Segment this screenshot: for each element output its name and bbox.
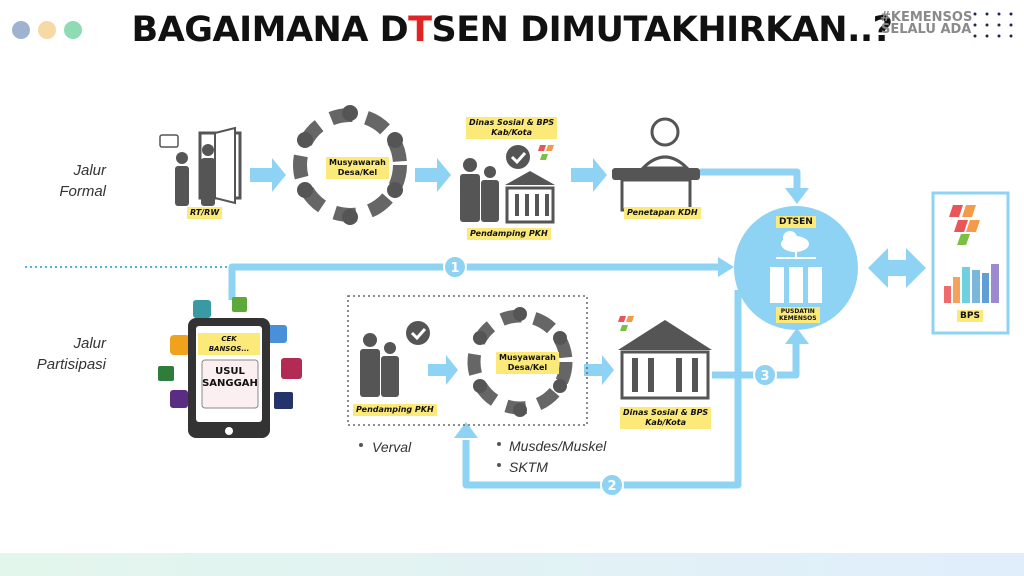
location-app-icon (158, 366, 174, 381)
bps-logo-icon (949, 205, 980, 245)
window-dots (12, 21, 82, 39)
pendamping-pkh-icon (360, 321, 430, 397)
music-app-icon (170, 390, 188, 408)
chat-app-icon (170, 335, 190, 355)
calendar-app-icon (281, 358, 302, 379)
label-line: Desa/Kel (507, 363, 548, 372)
route-number-2: 2 (607, 479, 616, 494)
arrow-right-icon (571, 158, 607, 192)
cek-bansos-banner: CEK BANSOS... (198, 333, 260, 355)
label-line: Jalur (73, 335, 106, 352)
usul-sanggah-button (201, 359, 259, 409)
label-line: SANGGAH (202, 378, 258, 389)
note-verval: Verval (372, 439, 412, 455)
cloud-app-icon (267, 325, 287, 343)
arrow-down-icon (785, 188, 809, 204)
musyawarah-partisipasi-icon (467, 307, 573, 417)
arrow-right-icon (250, 158, 286, 192)
hashtag-line: SELALU ADA (880, 22, 972, 37)
title-part: BAGAIMANA D (131, 10, 409, 50)
rtrw-icon (159, 126, 242, 206)
page-title: BAGAIMANA DTSEN DIMUTAKHIRKAN..? (0, 10, 1024, 50)
mail-app-icon (274, 392, 293, 409)
pendamping-pkh-formal-label: Pendamping PKH (467, 228, 551, 240)
bottom-band (0, 553, 1024, 576)
play-app-icon (232, 297, 247, 312)
arrow-right-icon (718, 257, 734, 277)
dinas-sosial-building-icon (618, 316, 712, 400)
title-part: SEN DIMUTAKHIRKAN..? (431, 10, 893, 50)
route-badges (443, 255, 777, 497)
dinas-sosial-formal-icon (460, 145, 555, 224)
penetapan-kdh-label: Penetapan KDH (624, 207, 701, 219)
arrow-right-icon (415, 158, 451, 192)
note-sktm: SKTM (509, 459, 548, 475)
label-line: Jalur (73, 162, 106, 179)
arrow-right-icon (428, 355, 458, 385)
heart-app-icon (193, 300, 211, 318)
arrow-right-icon (584, 355, 614, 385)
label-line: Musyawarah (329, 158, 386, 167)
label-line: Formal (59, 183, 106, 200)
process-dashed-box (347, 295, 588, 426)
arrow-up-icon (454, 422, 478, 438)
musyawarah-formal-icon (293, 105, 407, 225)
arrow-up-icon (785, 328, 809, 344)
population-bars-chart (944, 264, 999, 303)
rtrw-label: RT/RW (187, 207, 223, 219)
label-line: Dinas Sosial & BPS (623, 408, 709, 417)
podium-speaker-icon (612, 117, 700, 212)
phone-app-icons (158, 297, 302, 409)
label-line: PUSDATIN (780, 308, 815, 315)
title-highlight: T (408, 10, 432, 50)
hashtag-line: #KEMENSOS (880, 10, 973, 25)
label-line: Dinas Sosial & BPS (469, 118, 555, 127)
label-line: KEMENSOS (779, 315, 817, 322)
label-line: Partisipasi (36, 356, 106, 373)
server-cloud-icon (770, 231, 822, 303)
route-number-3: 3 (760, 369, 769, 384)
label-line: Kab/Kota (491, 128, 532, 137)
bps-label: BPS (957, 310, 983, 322)
note-musdes: Musdes/Muskel (509, 438, 607, 454)
arrows (250, 158, 926, 438)
label-line: Kab/Kota (645, 418, 686, 427)
pendamping-pkh-label: Pendamping PKH (353, 404, 437, 416)
label-line: Desa/Kel (337, 168, 378, 177)
route-number-1: 1 (450, 261, 459, 276)
dot-grid-icon (973, 12, 1013, 38)
bullet-dots (359, 442, 501, 467)
double-arrow-icon (868, 248, 926, 288)
label-line: USUL (215, 366, 245, 377)
dtsen-label: DTSEN (776, 216, 816, 228)
label-line: Musyawarah (499, 353, 556, 362)
